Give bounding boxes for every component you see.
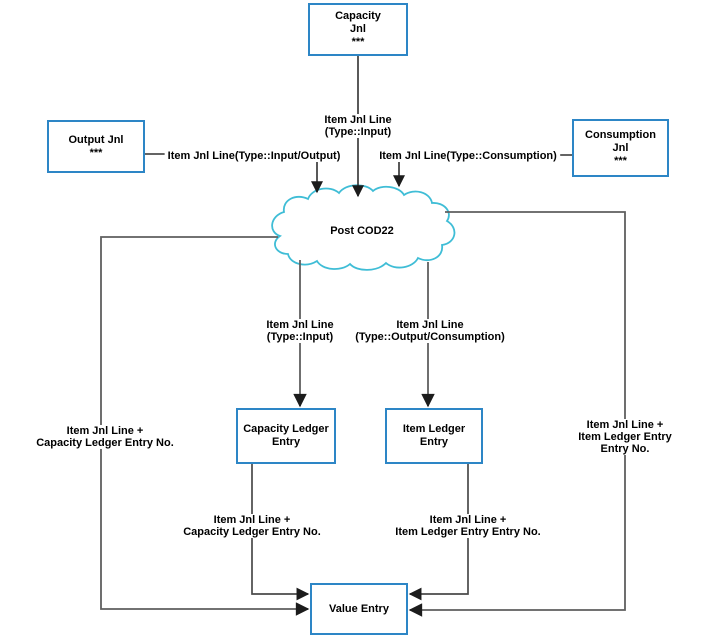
edge-label-capacity-to-cloud: Item Jnl Line (Type::Input) (321, 114, 395, 138)
edge-label-cloud-to-item-ledger: Item Jnl Line (Type::Output/Consumption) (352, 319, 508, 343)
arrow-item-ledger-to-value (408, 464, 469, 601)
edge-label-cloud-to-capacity-ledger: Item Jnl Line (Type::Input) (263, 319, 337, 343)
arrow-capacity-ledger-to-value (251, 464, 310, 601)
node-item-ledger-entry: Item Ledger Entry (385, 408, 483, 464)
cloud-post-cod22-label: Post COD22 (330, 225, 394, 237)
node-value-entry: Value Entry (310, 583, 408, 635)
edge-label-item-ledger-to-value: Item Jnl Line + Item Ledger Entry Entry … (392, 514, 544, 538)
arrow-cloud-left-to-value (100, 236, 310, 616)
edge-label-consumption-to-cloud: Item Jnl Line(Type::Consumption) (376, 150, 560, 162)
edge-label-outer-left: Item Jnl Line + Capacity Ledger Entry No… (33, 425, 177, 449)
node-capacity-ledger-entry: Capacity Ledger Entry (236, 408, 336, 464)
edge-label-outer-right: Item Jnl Line + Item Ledger Entry Entry … (574, 419, 676, 455)
node-capacity-jnl: Capacity Jnl *** (308, 3, 408, 56)
node-consumption-jnl: Consumption Jnl *** (572, 119, 669, 177)
edge-label-capacity-ledger-to-value: Item Jnl Line + Capacity Ledger Entry No… (180, 514, 324, 538)
edge-label-output-to-cloud: Item Jnl Line(Type::Input/Output) (164, 150, 344, 162)
node-output-jnl: Output Jnl *** (47, 120, 145, 173)
arrow-cloud-right-to-value (408, 211, 626, 617)
